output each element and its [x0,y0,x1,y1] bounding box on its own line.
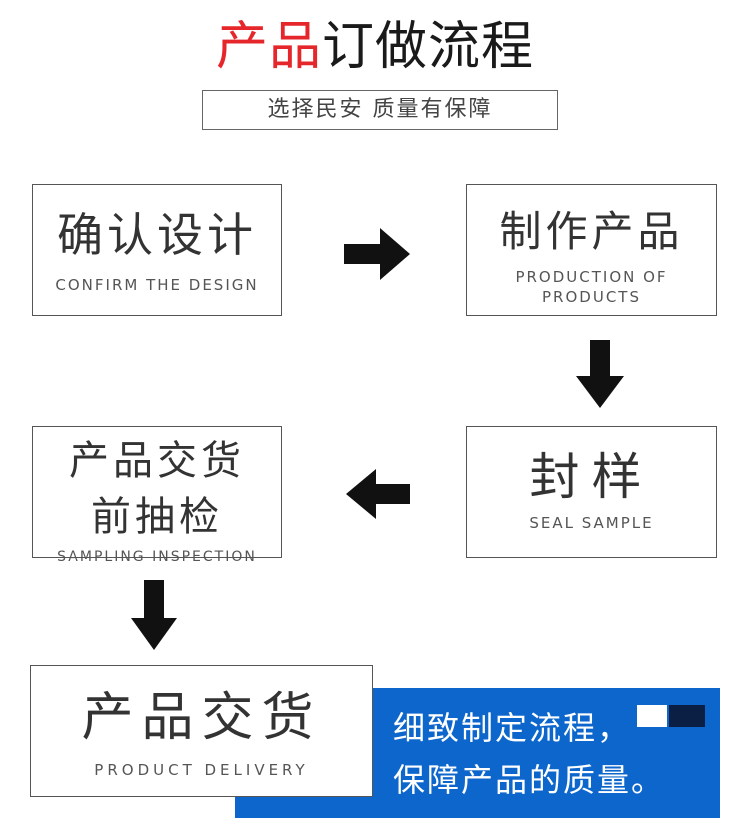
promo-line-1: 细致制定流程， [393,709,632,747]
step-deliver-en: PRODUCT DELIVERY [94,761,309,779]
subtitle-box: 选择民安 质量有保障 [202,90,558,130]
step-product-delivery: 产品交货 PRODUCT DELIVERY [30,665,373,797]
step-sampling-inspection: 产品交货 前抽检 SAMPLING INSPECTION [32,426,282,565]
page-title: 产品订做流程 [0,16,750,78]
step-seal-sample: 封样 SEAL SAMPLE [466,426,717,558]
step-inspect-en: SAMPLING INSPECTION [57,549,257,565]
step-produce-cn: 制作产品 [499,207,684,256]
page-title-black: 订做流程 [322,17,535,77]
step-inspect-cn-line1: 产品交货 [69,438,245,484]
arrow-down-icon [131,580,177,654]
subtitle-text: 选择民安 质量有保障 [267,97,493,122]
step-produce-en-line2: PRODUCTS [542,288,641,306]
arrow-right-icon [344,228,410,284]
step-produce-en-line1: PRODUCTION OF [515,268,668,286]
page-title-red: 产品 [215,17,322,77]
step-confirm-cn: 确认设计 [57,208,257,262]
step-seal-en: SEAL SAMPLE [529,514,654,532]
arrow-left-icon [346,469,410,523]
step-seal-cn: 封样 [529,448,654,506]
step-produce-products: 制作产品 PRODUCTION OF PRODUCTS [466,184,717,316]
white-square-decoration [637,705,667,727]
promo-line-2: 保障产品的质量。 [393,761,666,799]
step-inspect-cn-line2: 前抽检 [91,494,223,540]
arrow-down-icon [576,340,624,412]
step-confirm-design: 确认设计 CONFIRM THE DESIGN [32,184,282,316]
step-confirm-en: CONFIRM THE DESIGN [55,276,259,294]
navy-square-decoration [669,705,705,727]
step-deliver-cn: 产品交货 [81,688,322,748]
